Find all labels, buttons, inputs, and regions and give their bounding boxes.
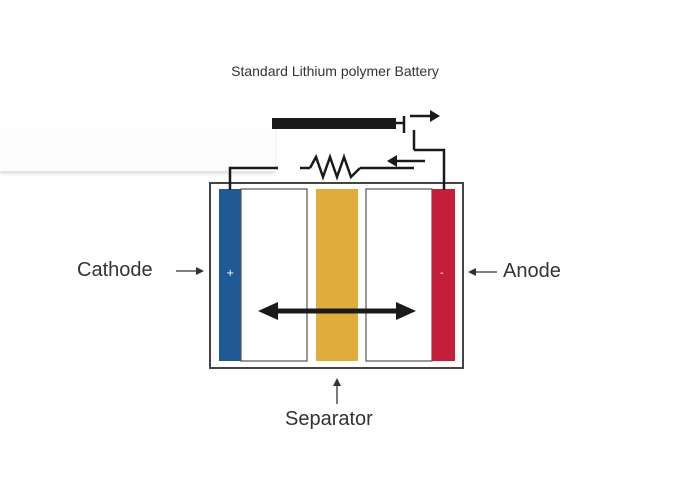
- overlay-panel: [0, 127, 275, 172]
- right-compartment: [365, 188, 433, 362]
- separator-label: Separator: [285, 408, 373, 430]
- current-arrow: [387, 155, 425, 167]
- diagram-title: Standard Lithium polymer Battery: [231, 63, 439, 79]
- anode-label: Anode: [503, 260, 561, 282]
- cathode-label: Cathode: [77, 259, 153, 281]
- load-bar: [272, 118, 396, 129]
- anode-plate: [432, 189, 455, 361]
- left-compartment: [240, 188, 308, 362]
- anode-pointer-arrow: [468, 268, 497, 276]
- cathode-sign: +: [226, 268, 234, 279]
- separator-pointer-arrow: [333, 378, 341, 404]
- cathode-pointer-arrow: [176, 267, 204, 275]
- anode-sign: -: [440, 268, 444, 279]
- resistor: [308, 153, 361, 181]
- ion-flow-arrow: [258, 302, 416, 320]
- external-circuit: [228, 130, 446, 190]
- cathode-plate: [219, 189, 241, 361]
- output-arrow: [402, 110, 440, 133]
- separator-membrane: [316, 189, 358, 361]
